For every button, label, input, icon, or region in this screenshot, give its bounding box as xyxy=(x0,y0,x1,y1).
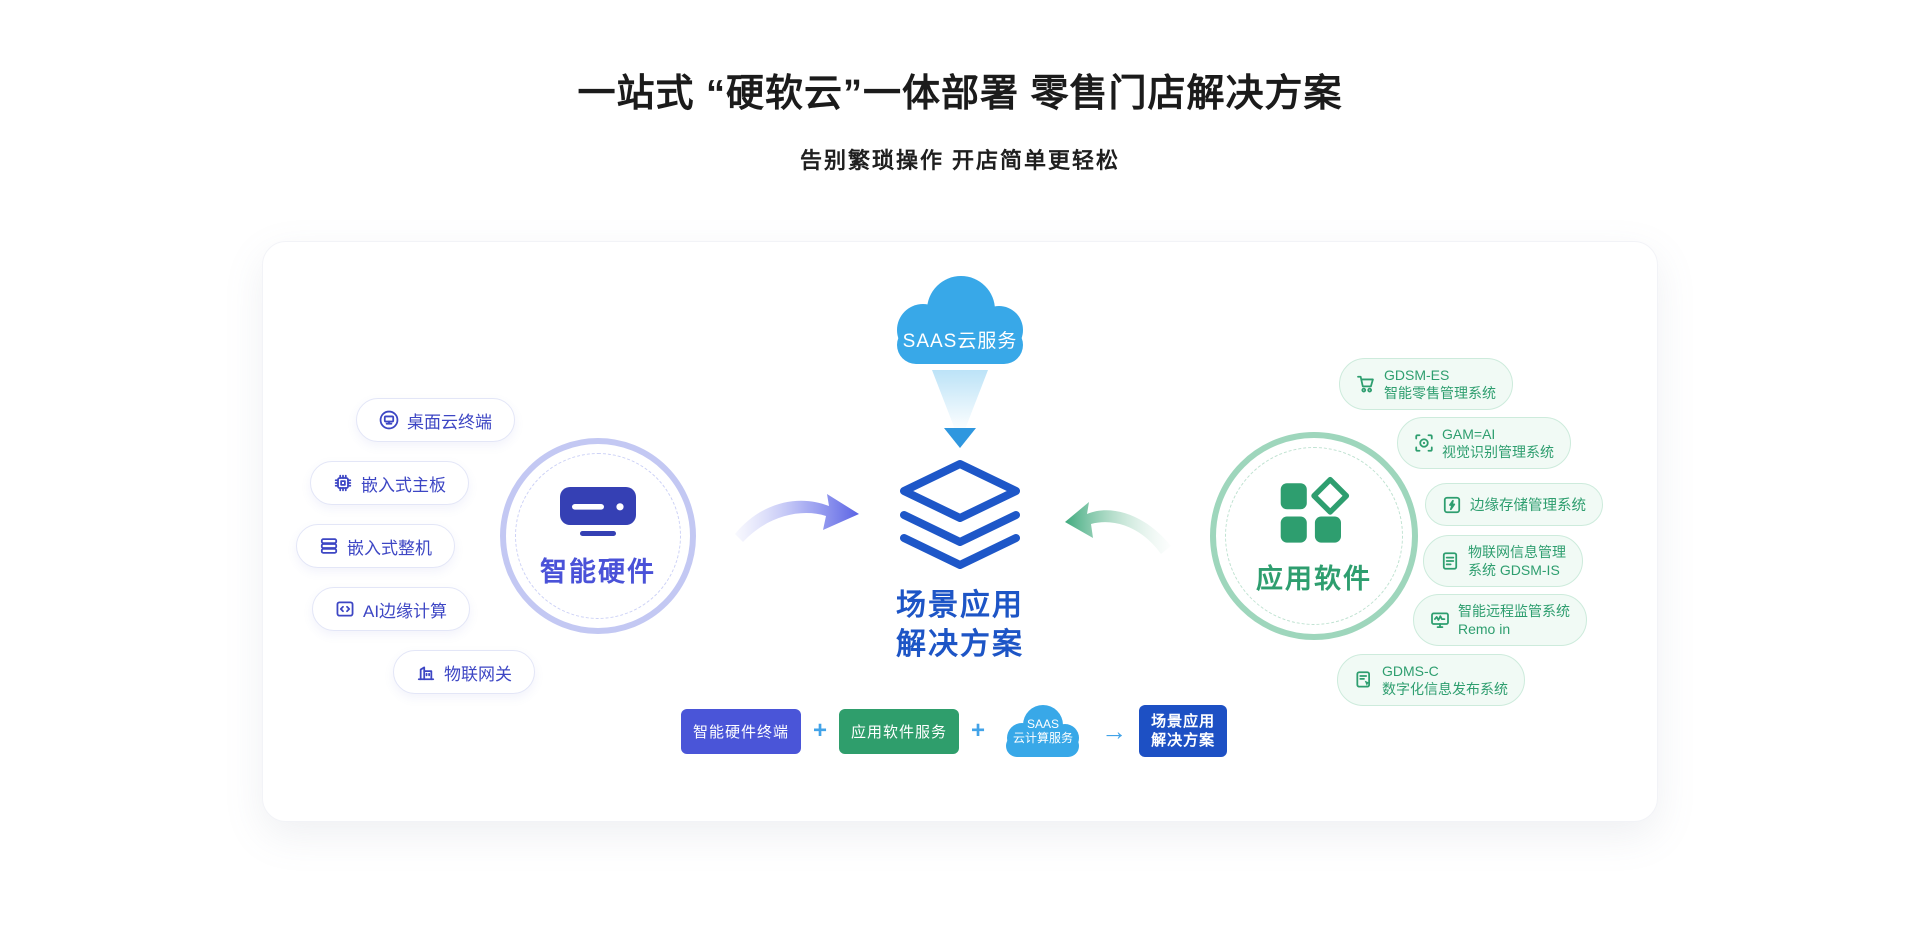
plus-icon: + xyxy=(971,717,986,744)
software-item-text: GAM=AI 视觉识别管理系统 xyxy=(1442,426,1554,460)
solution-title-line2: 解决方案 xyxy=(896,628,1024,661)
software-to-solution-arrow xyxy=(1065,502,1171,554)
software-item-gdms-c: GDMS-C 数字化信息发布系统 xyxy=(1337,654,1525,706)
hardware-item-label: AI边缘计算 xyxy=(363,601,448,621)
hardware-item-iot-gateway: 物联网关 xyxy=(393,650,535,694)
formula-saas-cloud: SAAS 云计算服务 xyxy=(997,700,1089,762)
hardware-item-embedded-machine: 嵌入式整机 xyxy=(296,524,455,568)
hardware-to-solution-arrow xyxy=(735,494,859,542)
software-item-iot-info: 物联网信息管理 系统 GDSM-IS xyxy=(1423,535,1583,587)
edge-storage-icon xyxy=(1443,496,1461,513)
formula-hardware-box: 智能硬件终端 xyxy=(681,708,802,754)
publish-doc-icon xyxy=(1356,671,1371,688)
solution-title: 场景应用 解决方案 xyxy=(860,586,1060,664)
page-subtitle: 告别繁琐操作 开店简单更轻松 xyxy=(799,148,1121,173)
plus-icon: + xyxy=(813,717,828,744)
hardware-item-label: 物联网关 xyxy=(444,664,512,684)
cloud-icon xyxy=(897,276,1023,364)
software-hub-label: 应用软件 xyxy=(1256,564,1372,594)
hardware-item-label: 嵌入式主板 xyxy=(361,475,446,495)
ai-edge-computing-icon xyxy=(336,601,354,617)
solution-diagram-card: SAAS云服务 场景应用 解决方案 xyxy=(262,241,1658,822)
saas-cloud: SAAS云服务 xyxy=(881,268,1039,372)
hardware-hub: 智能硬件 xyxy=(500,438,696,634)
app-grid-icon xyxy=(1280,476,1350,543)
hardware-device-icon xyxy=(560,487,636,536)
cloud-to-solution-arrow xyxy=(932,370,988,448)
software-item-gam-ai: GAM=AI 视觉识别管理系统 xyxy=(1397,417,1571,469)
software-item-edge-storage: 边缘存储管理系统 xyxy=(1425,483,1603,526)
formula-saas-cloud-text: SAAS 云计算服务 xyxy=(1013,717,1074,745)
solution-title-line1: 场景应用 xyxy=(896,589,1024,622)
software-item-text: 智能远程监管系统 Remo in xyxy=(1458,603,1570,637)
formula-software-box: 应用软件服务 xyxy=(839,708,960,754)
software-hub: 应用软件 xyxy=(1210,432,1418,640)
hardware-item-ai-edge-computing: AI边缘计算 xyxy=(312,587,471,631)
software-item-text: 物联网信息管理 系统 GDSM-IS xyxy=(1468,544,1566,578)
right-arrow-icon: → xyxy=(1101,716,1128,746)
desktop-cloud-terminal-icon xyxy=(379,410,399,430)
cloud-icon xyxy=(1006,705,1080,757)
hardware-item-label: 嵌入式整机 xyxy=(347,538,432,558)
header: 一站式 “硬软云”一体部署 零售门店解决方案 告别繁琐操作 开店简单更轻松 xyxy=(0,0,1920,175)
iot-gateway-icon xyxy=(417,666,435,681)
hardware-item-embedded-motherboard: 嵌入式主板 xyxy=(310,461,469,505)
formula-result-box: 场景应用 解决方案 xyxy=(1139,705,1228,757)
software-item-text: GDMS-C 数字化信息发布系统 xyxy=(1382,663,1508,697)
remote-monitor-icon xyxy=(1431,612,1449,628)
page-title: 一站式 “硬软云”一体部署 零售门店解决方案 xyxy=(577,73,1343,115)
solution-formula: 智能硬件终端 + 应用软件服务 + SAAS 云计算服务 → xyxy=(681,700,1228,762)
hardware-item-label: 桌面云终端 xyxy=(407,412,492,432)
iot-info-icon xyxy=(1442,552,1458,570)
vision-scan-icon xyxy=(1415,434,1433,452)
software-item-gdsm-es: GDSM-ES 智能零售管理系统 xyxy=(1339,358,1513,410)
software-item-text: GDSM-ES 智能零售管理系统 xyxy=(1384,367,1496,401)
hardware-hub-label: 智能硬件 xyxy=(540,557,656,587)
software-item-remote-monitor: 智能远程监管系统 Remo in xyxy=(1413,594,1587,646)
shopping-cart-icon xyxy=(1357,375,1374,393)
software-item-label: 边缘存储管理系统 xyxy=(1470,498,1586,514)
layer-stack-icon xyxy=(900,460,1020,569)
embedded-motherboard-icon xyxy=(334,474,352,492)
saas-cloud-label: SAAS云服务 xyxy=(902,331,1018,352)
hardware-item-desktop-cloud-terminal: 桌面云终端 xyxy=(356,398,515,442)
embedded-machine-icon xyxy=(320,538,338,554)
